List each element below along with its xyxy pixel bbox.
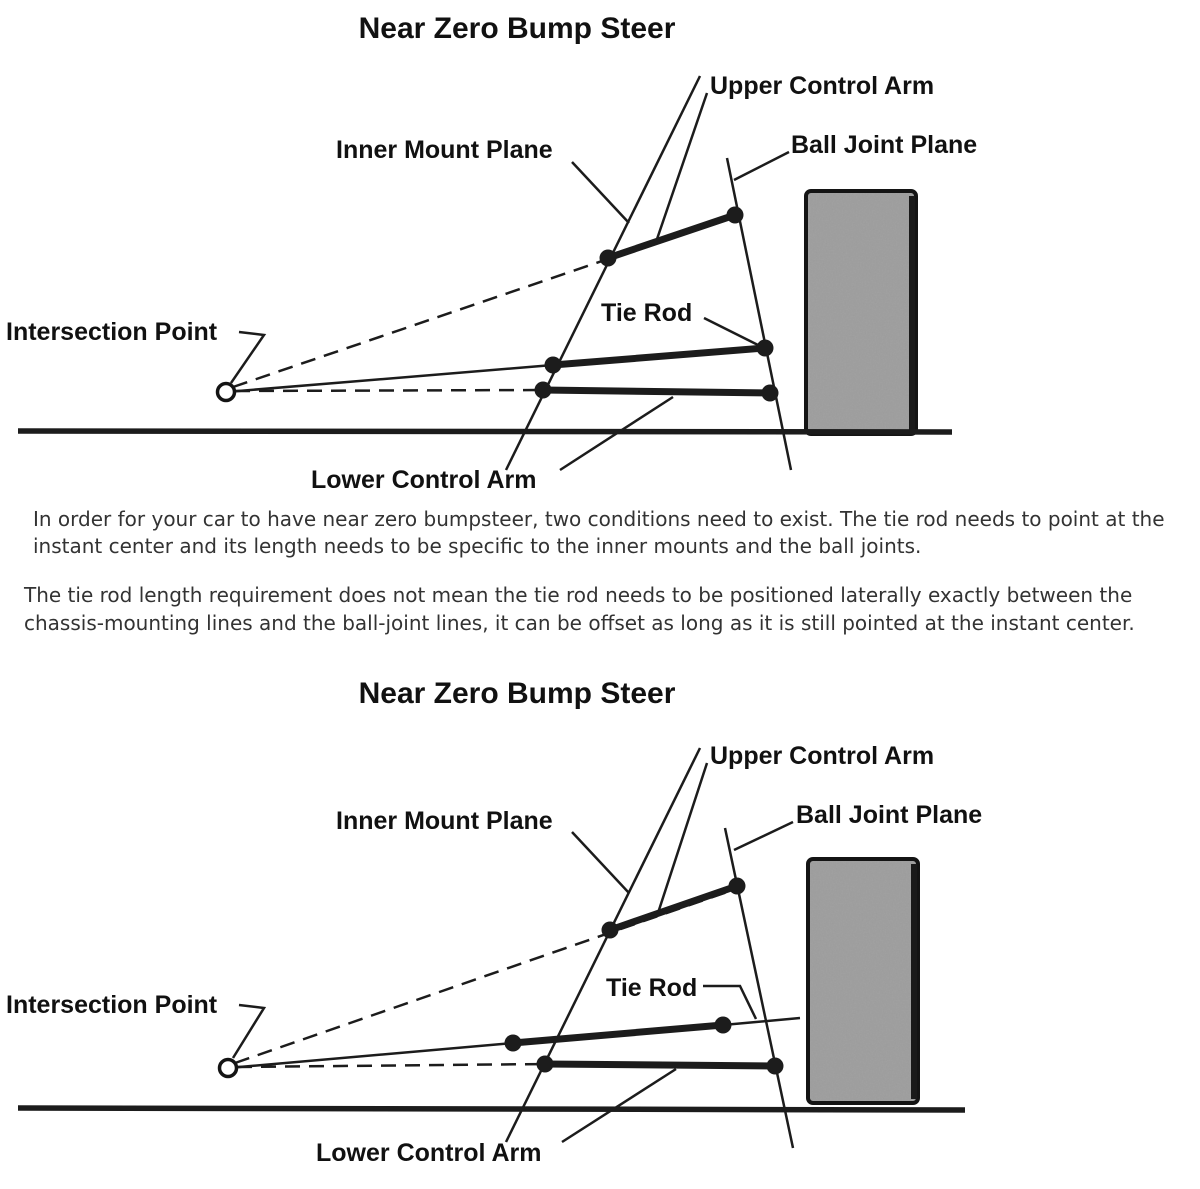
diagram-labels: Upper Control Arm Inner Mount Plane Ball… — [6, 742, 982, 1167]
tie-rod-line — [509, 1021, 727, 1047]
inner-mount-plane-label: Inner Mount Plane — [336, 136, 553, 164]
lower-control-arm-pointer — [561, 1067, 677, 1144]
tie-rod-inner-pivot — [544, 356, 562, 374]
lower-control-arm-label: Lower Control Arm — [311, 466, 536, 494]
diagram-labels: Upper Control Arm Inner Mount Plane Ball… — [6, 72, 977, 494]
tie-rod-outer-joint — [714, 1016, 732, 1034]
lower-control-arm-label: Lower Control Arm — [316, 1139, 541, 1167]
paragraph-2: The tie rod length requirement does not … — [24, 583, 1135, 635]
ball-joint-plane-label: Ball Joint Plane — [791, 131, 977, 159]
lower-ball-joint — [766, 1057, 784, 1075]
tire-texture — [810, 861, 916, 1101]
tire-texture — [808, 193, 914, 432]
upper-control-arm-line — [604, 211, 739, 262]
lower-projection-dashed-line — [234, 388, 546, 393]
lower-projection-dashed-line — [236, 1062, 548, 1069]
tie-rod-label: Tie Rod — [606, 974, 697, 1002]
tie-rod-extension-line — [722, 1016, 801, 1027]
intersection-point-label: Intersection Point — [6, 991, 218, 1019]
label-pointers — [231, 762, 794, 1144]
bump-steer-diagram-top: Near Zero Bump Steer — [6, 12, 977, 494]
inner-mount-plane-label: Inner Mount Plane — [336, 807, 553, 835]
inner-mount-plane-line — [504, 747, 702, 1143]
tie-rod-projection-line — [225, 363, 554, 394]
paragraph-1: In order for your car to have near zero … — [33, 507, 1165, 559]
upper-arm-inner-pivot — [601, 921, 619, 939]
lower-control-arm-pointer — [559, 395, 674, 472]
upper-control-arm-label: Upper Control Arm — [710, 72, 934, 100]
tie-rod-projection-line — [227, 1041, 514, 1070]
diagram-title: Near Zero Bump Steer — [359, 677, 676, 710]
tie-rod-inner-pivot — [504, 1034, 522, 1052]
tie-rod-outer-joint — [756, 339, 774, 357]
ball-joint-plane-line — [723, 827, 795, 1149]
tie-rod-label: Tie Rod — [601, 299, 692, 327]
upper-arm-inner-pivot — [599, 249, 617, 267]
suspension-members — [534, 206, 779, 402]
intersection-point-pointer — [231, 1003, 267, 1059]
intersection-point-pointer — [229, 330, 267, 384]
lower-ball-joint — [761, 384, 779, 402]
inner-mount-plane-line — [504, 75, 702, 471]
upper-control-arm-pointer — [656, 762, 709, 914]
tire-block — [806, 857, 920, 1105]
inner-mount-plane-pointer — [571, 831, 630, 894]
ball-joint-plane-label: Ball Joint Plane — [796, 801, 982, 829]
upper-control-arm-line — [606, 882, 741, 934]
upper-ball-joint — [726, 206, 744, 224]
intersection-point-marker — [217, 1057, 239, 1079]
bump-steer-diagram-bottom: Near Zero Bump Steer — [6, 677, 982, 1167]
lower-arm-inner-pivot — [536, 1055, 554, 1073]
ground-line — [17, 1105, 966, 1113]
upper-control-arm-label: Upper Control Arm — [710, 742, 934, 770]
ball-joint-plane-pointer — [733, 150, 790, 182]
tie-rod-pointer — [703, 984, 758, 1020]
suspension-members — [504, 877, 784, 1075]
tie-rod-pointer — [703, 316, 759, 347]
intersection-point-label: Intersection Point — [6, 318, 218, 346]
tire-block — [804, 189, 918, 436]
upper-ball-joint — [728, 877, 746, 895]
ball-joint-plane-pointer — [733, 820, 794, 852]
upper-control-arm-pointer — [654, 92, 709, 243]
lower-control-arm-line — [539, 386, 774, 397]
ground-line — [17, 428, 953, 435]
explanatory-text: In order for your car to have near zero … — [24, 506, 1184, 659]
label-pointers — [229, 92, 790, 472]
diagram-title: Near Zero Bump Steer — [359, 12, 676, 45]
lower-arm-inner-pivot — [534, 381, 552, 399]
tie-rod-line — [549, 344, 769, 369]
intersection-point-marker — [215, 381, 237, 403]
lower-control-arm-line — [541, 1060, 779, 1070]
ball-joint-plane-line — [725, 157, 793, 471]
inner-mount-plane-pointer — [571, 161, 630, 224]
